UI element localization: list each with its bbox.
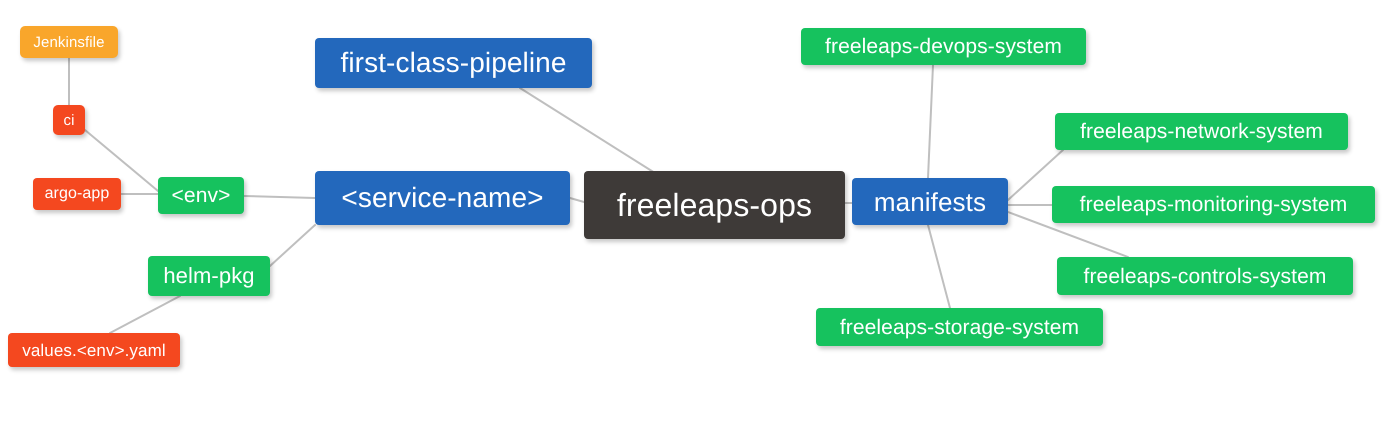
node-freeleaps-monitoring-system[interactable]: freeleaps-monitoring-system <box>1052 186 1375 223</box>
node-label-first-class-pipeline: first-class-pipeline <box>340 47 567 78</box>
node-label-freeleaps-devops-system: freeleaps-devops-system <box>825 35 1062 58</box>
edge-service-name-to-freeleaps-ops <box>569 197 585 203</box>
node-first-class-pipeline[interactable]: first-class-pipeline <box>315 38 592 88</box>
node-label-values-yaml: values.<env>.yaml <box>22 340 166 360</box>
node-label-freeleaps-monitoring-system: freeleaps-monitoring-system <box>1079 193 1348 216</box>
node-freeleaps-ops[interactable]: freeleaps-ops <box>584 171 845 239</box>
edge-service-name-to-helm-pkg <box>269 224 316 267</box>
node-label-freeleaps-network-system: freeleaps-network-system <box>1080 120 1323 143</box>
node-label-freeleaps-controls-system: freeleaps-controls-system <box>1083 264 1327 288</box>
edge-helm-pkg-to-values-yaml <box>109 295 181 334</box>
node-manifests[interactable]: manifests <box>852 178 1008 225</box>
node-freeleaps-network-system[interactable]: freeleaps-network-system <box>1055 113 1348 150</box>
node-service-name[interactable]: <service-name> <box>315 171 570 225</box>
node-label-argo-app: argo-app <box>44 185 110 202</box>
node-label-env: <env> <box>171 184 231 207</box>
node-label-freeleaps-storage-system: freeleaps-storage-system <box>839 315 1080 339</box>
edge-env-to-service-name <box>243 195 316 199</box>
node-label-service-name: <service-name> <box>341 182 544 213</box>
node-jenkinsfile[interactable]: Jenkinsfile <box>20 26 118 58</box>
node-label-ci: ci <box>63 111 75 129</box>
node-argo-app[interactable]: argo-app <box>33 178 121 210</box>
node-freeleaps-controls-system[interactable]: freeleaps-controls-system <box>1057 257 1353 295</box>
node-label-freeleaps-ops: freeleaps-ops <box>616 187 813 223</box>
edge-manifests-to-freeleaps-storage-system <box>927 224 951 309</box>
node-freeleaps-devops-system[interactable]: freeleaps-devops-system <box>801 28 1086 65</box>
node-ci[interactable]: ci <box>53 105 85 135</box>
node-freeleaps-storage-system[interactable]: freeleaps-storage-system <box>816 308 1103 346</box>
edge-first-class-pipeline-to-freeleaps-ops <box>519 87 656 174</box>
node-helm-pkg[interactable]: helm-pkg <box>148 256 270 296</box>
edge-manifests-to-freeleaps-devops-system <box>927 64 934 179</box>
node-label-jenkinsfile: Jenkinsfile <box>33 33 105 51</box>
node-values-yaml[interactable]: values.<env>.yaml <box>8 333 180 367</box>
node-label-manifests: manifests <box>873 186 987 217</box>
node-env[interactable]: <env> <box>158 177 244 214</box>
node-label-helm-pkg: helm-pkg <box>163 263 255 288</box>
